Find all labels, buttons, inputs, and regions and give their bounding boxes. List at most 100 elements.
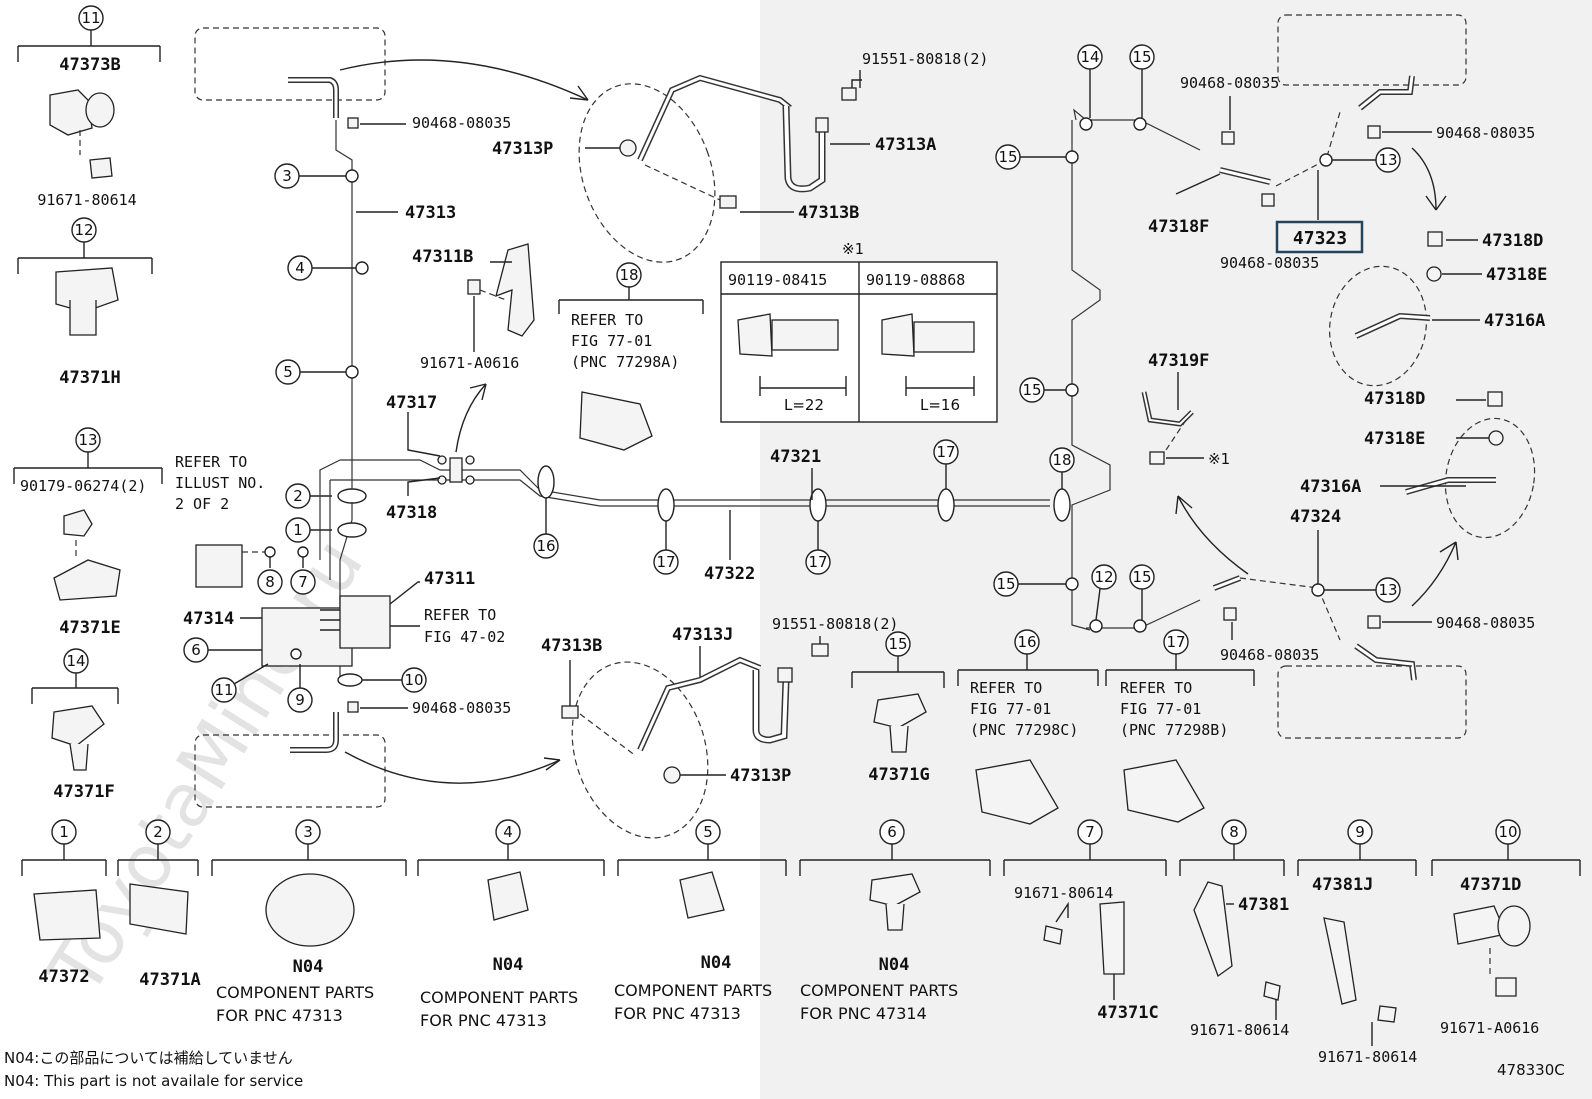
part-label-47313a[interactable]: 47313A (875, 135, 936, 155)
clip-11-group[interactable]: 11 47373B 91671-80614 (17, 5, 161, 209)
bolt-table-col1[interactable]: 90119-08415 (728, 271, 827, 289)
clip-14-group[interactable]: 14 47371F (31, 648, 119, 802)
part-label-91671-a0616-mid[interactable]: 91671-A0616 (420, 354, 519, 372)
part-label-47316a-a[interactable]: 47316A (1484, 311, 1545, 331)
bottom-clip-1[interactable]: 1 47372 (21, 819, 107, 987)
part-label-90468-08035-rb2[interactable]: 90468-08035 (1436, 614, 1535, 632)
part-label-47318e-a[interactable]: 47318E (1486, 265, 1547, 285)
part-label-47371a[interactable]: 47371A (139, 970, 200, 990)
callout-7-bottom-label: 7 (1085, 823, 1095, 841)
part-label-47318d-b[interactable]: 47318D (1364, 389, 1425, 409)
part-label-47381j[interactable]: 47381J (1312, 875, 1373, 895)
part-label-90468-08035-rt1[interactable]: 90468-08035 (1180, 74, 1279, 92)
bottom-clip-8[interactable]: 8 47381 91671-80614 (1179, 819, 1289, 1039)
clip-77298b-shape (1123, 759, 1205, 823)
part-label-47311[interactable]: 47311 (424, 569, 475, 589)
refer-17-line3: (PNC 77298B) (1120, 721, 1228, 739)
part-label-90468-08035-a[interactable]: 90468-08035 (412, 114, 511, 132)
n04-label-6: N04 (879, 955, 910, 975)
callout-4 (287, 255, 313, 281)
part-label-47322[interactable]: 47322 (704, 564, 755, 584)
part-label-47318[interactable]: 47318 (386, 503, 437, 523)
part-label-47371c[interactable]: 47371C (1097, 1003, 1158, 1023)
part-label-47313p-top[interactable]: 47313P (492, 139, 553, 159)
part-label-47313j[interactable]: 47313J (672, 625, 733, 645)
part-label-91671-80614-9[interactable]: 91671-80614 (1318, 1048, 1417, 1066)
part-label-47323[interactable]: 47323 (1293, 228, 1347, 249)
part-label-47371f[interactable]: 47371F (53, 782, 114, 802)
bottom-clip-5[interactable]: 5 N04 COMPONENT PARTS FOR PNC 47313 (614, 819, 787, 1023)
callout-13-right-b-label: 13 (1378, 581, 1397, 599)
part-label-90468-08035-b[interactable]: 90468-08035 (412, 699, 511, 717)
part-label-47313p-bottom[interactable]: 47313P (730, 766, 791, 786)
part-label-47318d-a[interactable]: 47318D (1482, 231, 1543, 251)
junction-block-47314 (261, 607, 353, 667)
callout-16-label: 16 (1017, 633, 1036, 651)
clip-13-group[interactable]: 13 90179-06274(2) 47371E (13, 427, 163, 638)
part-label-47313b-bottom[interactable]: 47313B (541, 636, 602, 656)
highlight-47323 (1275, 220, 1364, 254)
clip-17-group[interactable]: 17 REFER TO FIG 77-01 (PNC 77298B) (1105, 629, 1255, 823)
clip-16-group[interactable]: 16 REFER TO FIG 77-01 (PNC 77298C) (957, 629, 1099, 825)
bolt-table-col2[interactable]: 90119-08868 (866, 271, 965, 289)
part-label-47313b-top[interactable]: 47313B (798, 203, 859, 223)
bottom-clip-9[interactable]: 9 47381J 91671-80614 (1297, 819, 1417, 1066)
callout-1 (285, 517, 311, 543)
component-desc-4-line2: FOR PNC 47313 (420, 1011, 547, 1030)
part-label-47371e[interactable]: 47371E (59, 618, 120, 638)
part-label-91671-80614-8[interactable]: 91671-80614 (1190, 1021, 1289, 1039)
part-label-91551-80818-top[interactable]: 91551-80818(2) (862, 50, 988, 68)
part-label-47317[interactable]: 47317 (386, 393, 437, 413)
bottom-clip-4[interactable]: 4 N04 COMPONENT PARTS FOR PNC 47313 (417, 819, 605, 1030)
detail-ellipse-right-a (1328, 265, 1428, 387)
part-label-91671-a0616[interactable]: 91671-A0616 (1440, 1019, 1539, 1037)
bottom-clip-6[interactable]: 6 N04 COMPONENT PARTS FOR PNC 47314 (799, 819, 991, 1023)
left-pipe-assembly: 90468-08035 3 4 5 47313 REFER TO ILLUST … (175, 27, 1050, 808)
part-label-90468-08035-rb1[interactable]: 90468-08035 (1220, 646, 1319, 664)
part-label-90179-06274[interactable]: 90179-06274(2) (20, 477, 146, 495)
part-label-47311b[interactable]: 47311B (412, 247, 473, 267)
callout-8-bottom-label: 8 (1229, 823, 1239, 841)
part-label-91671-80614-7[interactable]: 91671-80614 (1014, 884, 1113, 902)
part-label-47381[interactable]: 47381 (1238, 895, 1289, 915)
part-label-47313[interactable]: 47313 (405, 203, 456, 223)
refer-to-illust-line3: 2 OF 2 (175, 495, 229, 513)
part-label-47324[interactable]: 47324 (1290, 507, 1341, 527)
part-label-90468-08035-rt3[interactable]: 90468-08035 (1220, 254, 1319, 272)
part-label-47316a-b[interactable]: 47316A (1300, 477, 1361, 497)
part-label-47318e-b[interactable]: 47318E (1364, 429, 1425, 449)
clip-18-group[interactable]: 18 REFER TO FIG 77-01 (PNC 77298A) (558, 262, 704, 451)
clip-n04-4-shape (487, 871, 529, 921)
clip-12-group[interactable]: 12 47371H (17, 217, 153, 388)
part-label-47314[interactable]: 47314 (183, 609, 234, 629)
part-label-47371g[interactable]: 47371G (868, 765, 929, 785)
part-label-47372[interactable]: 47372 (38, 967, 89, 987)
detail-area-bottom (194, 734, 386, 808)
part-label-47319f[interactable]: 47319F (1148, 351, 1209, 371)
clip-n04-5-shape (679, 871, 725, 919)
detail-ellipse-bottom (571, 661, 709, 839)
refer-illust-box[interactable] (195, 544, 243, 588)
bottom-clip-7[interactable]: 7 91671-80614 47371C (1003, 819, 1167, 1023)
part-label-47373b[interactable]: 47373B (59, 55, 120, 75)
callout-9-label: 9 (295, 691, 305, 709)
callout-8 (257, 569, 283, 595)
part-label-47321[interactable]: 47321 (770, 447, 821, 467)
bracket-47381j-shape (1323, 917, 1357, 1005)
part-label-47318f[interactable]: 47318F (1148, 217, 1209, 237)
part-label-47371d[interactable]: 47371D (1460, 875, 1521, 895)
bottom-clip-3[interactable]: 3 N04 COMPONENT PARTS FOR PNC 47313 (211, 819, 407, 1025)
part-label-47371h[interactable]: 47371H (59, 368, 120, 388)
component-desc-4-line1: COMPONENT PARTS (420, 988, 578, 1007)
clip-15-group[interactable]: 15 47371G (851, 631, 945, 785)
bottom-clip-2[interactable]: 2 47371A (117, 819, 201, 990)
bottom-clip-10[interactable]: 10 47371D 91671-A0616 (1431, 819, 1581, 1037)
callout-11b-label: 11 (214, 681, 233, 699)
callout-6-label: 6 (191, 641, 201, 659)
part-label-91551-80818-bottom[interactable]: 91551-80818(2) (772, 615, 898, 633)
part-label-91671-80614[interactable]: 91671-80614 (37, 191, 136, 209)
refer-to-illust-line2: ILLUST NO. (175, 474, 265, 492)
part-label-90468-08035-rt2[interactable]: 90468-08035 (1436, 124, 1535, 142)
callout-12-label: 12 (74, 221, 93, 239)
refer-16-line3: (PNC 77298C) (970, 721, 1078, 739)
